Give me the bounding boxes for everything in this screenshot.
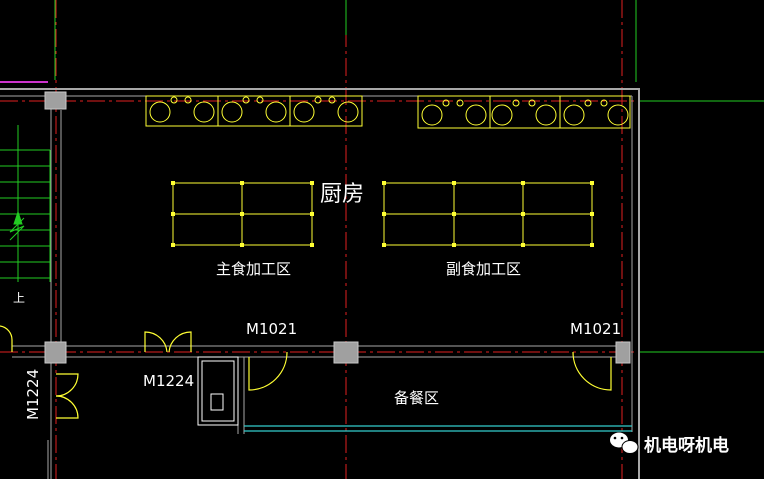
doors	[0, 325, 612, 419]
shaft-inner	[201, 360, 235, 422]
work-table-staple	[171, 181, 314, 247]
room-label-staple-area: 主食加工区	[216, 260, 291, 278]
knob-icon	[184, 96, 192, 104]
stair-break-line	[9, 217, 25, 241]
column-mid-center	[333, 341, 359, 364]
burner-icon	[465, 104, 487, 126]
watermark: 机电呀机电	[610, 432, 729, 456]
burner-icon	[535, 104, 557, 126]
door-swing-m1224-left-lower	[55, 395, 79, 419]
table-leg	[521, 243, 525, 247]
burner-icon	[563, 104, 585, 126]
column-mid-right	[615, 341, 631, 364]
burner-icon	[491, 104, 513, 126]
door-label-m1021-right: M1021	[570, 320, 621, 338]
burner-icon	[265, 101, 287, 123]
knob-icon	[442, 99, 450, 107]
room-label-side-area: 副食加工区	[446, 260, 521, 278]
table-leg	[310, 212, 314, 216]
burner-icon	[337, 101, 359, 123]
shaft-outer	[197, 356, 239, 426]
table-leg	[521, 181, 525, 185]
knob-icon	[314, 96, 322, 104]
watermark-text: 机电呀机电	[644, 435, 729, 456]
table-leg	[171, 181, 175, 185]
stair	[0, 125, 51, 282]
door-label-m1224-left: M1224	[24, 369, 42, 420]
table-leg	[452, 243, 456, 247]
knob-icon	[170, 96, 178, 104]
table-leg	[382, 243, 386, 247]
shaft	[197, 356, 239, 426]
knob-icon	[584, 99, 592, 107]
table-leg	[382, 181, 386, 185]
table-leg	[240, 212, 244, 216]
prep-counter	[244, 425, 632, 432]
columns	[44, 91, 631, 364]
table-leg	[310, 243, 314, 247]
table-leg	[452, 212, 456, 216]
door-swing-m1021-left	[248, 351, 288, 391]
table-leg	[590, 181, 594, 185]
shaft-opening-icon	[210, 393, 224, 411]
knob-icon	[242, 96, 250, 104]
stove-range-right	[417, 95, 631, 129]
burner-icon	[149, 101, 171, 123]
table-leg	[171, 212, 175, 216]
burner-icon	[607, 104, 629, 126]
table-leg	[240, 181, 244, 185]
table-leg	[171, 243, 175, 247]
room-label-kitchen: 厨房	[320, 182, 364, 207]
table-leg	[590, 243, 594, 247]
wechat-icon	[610, 432, 639, 454]
knob-icon	[600, 99, 608, 107]
column-top-left	[44, 91, 67, 110]
door-swing-far-left	[0, 325, 13, 352]
knob-icon	[256, 96, 264, 104]
door-swing-m1224-left-upper	[55, 373, 79, 397]
door-swing-m1021-right	[572, 351, 612, 391]
reference-lines	[54, 0, 764, 353]
burner-icon	[421, 104, 443, 126]
burner-icon	[221, 101, 243, 123]
door-label-m1224-center: M1224	[143, 372, 194, 390]
door-swing-m1224-center-left	[144, 331, 168, 353]
knob-icon	[528, 99, 536, 107]
stove-range-left	[145, 95, 363, 127]
door-label-m1021-left: M1021	[246, 320, 297, 338]
table-leg	[240, 243, 244, 247]
room-label-prep-area: 备餐区	[394, 389, 439, 407]
walls	[0, 88, 640, 479]
work-table-side	[382, 181, 594, 247]
burner-icon	[193, 101, 215, 123]
table-leg	[590, 212, 594, 216]
stair-arrow-icon	[13, 210, 23, 225]
knob-icon	[328, 96, 336, 104]
stove-range-outline	[145, 95, 363, 127]
table-leg	[382, 212, 386, 216]
knob-icon	[456, 99, 464, 107]
table-leg	[521, 212, 525, 216]
door-swing-m1224-center-right	[168, 331, 192, 353]
knob-icon	[512, 99, 520, 107]
burner-icon	[293, 101, 315, 123]
stair-up-label: 上	[13, 291, 25, 305]
column-mid-left	[44, 341, 67, 364]
table-leg	[310, 181, 314, 185]
stove-range-outline	[417, 95, 631, 129]
table-leg	[452, 181, 456, 185]
